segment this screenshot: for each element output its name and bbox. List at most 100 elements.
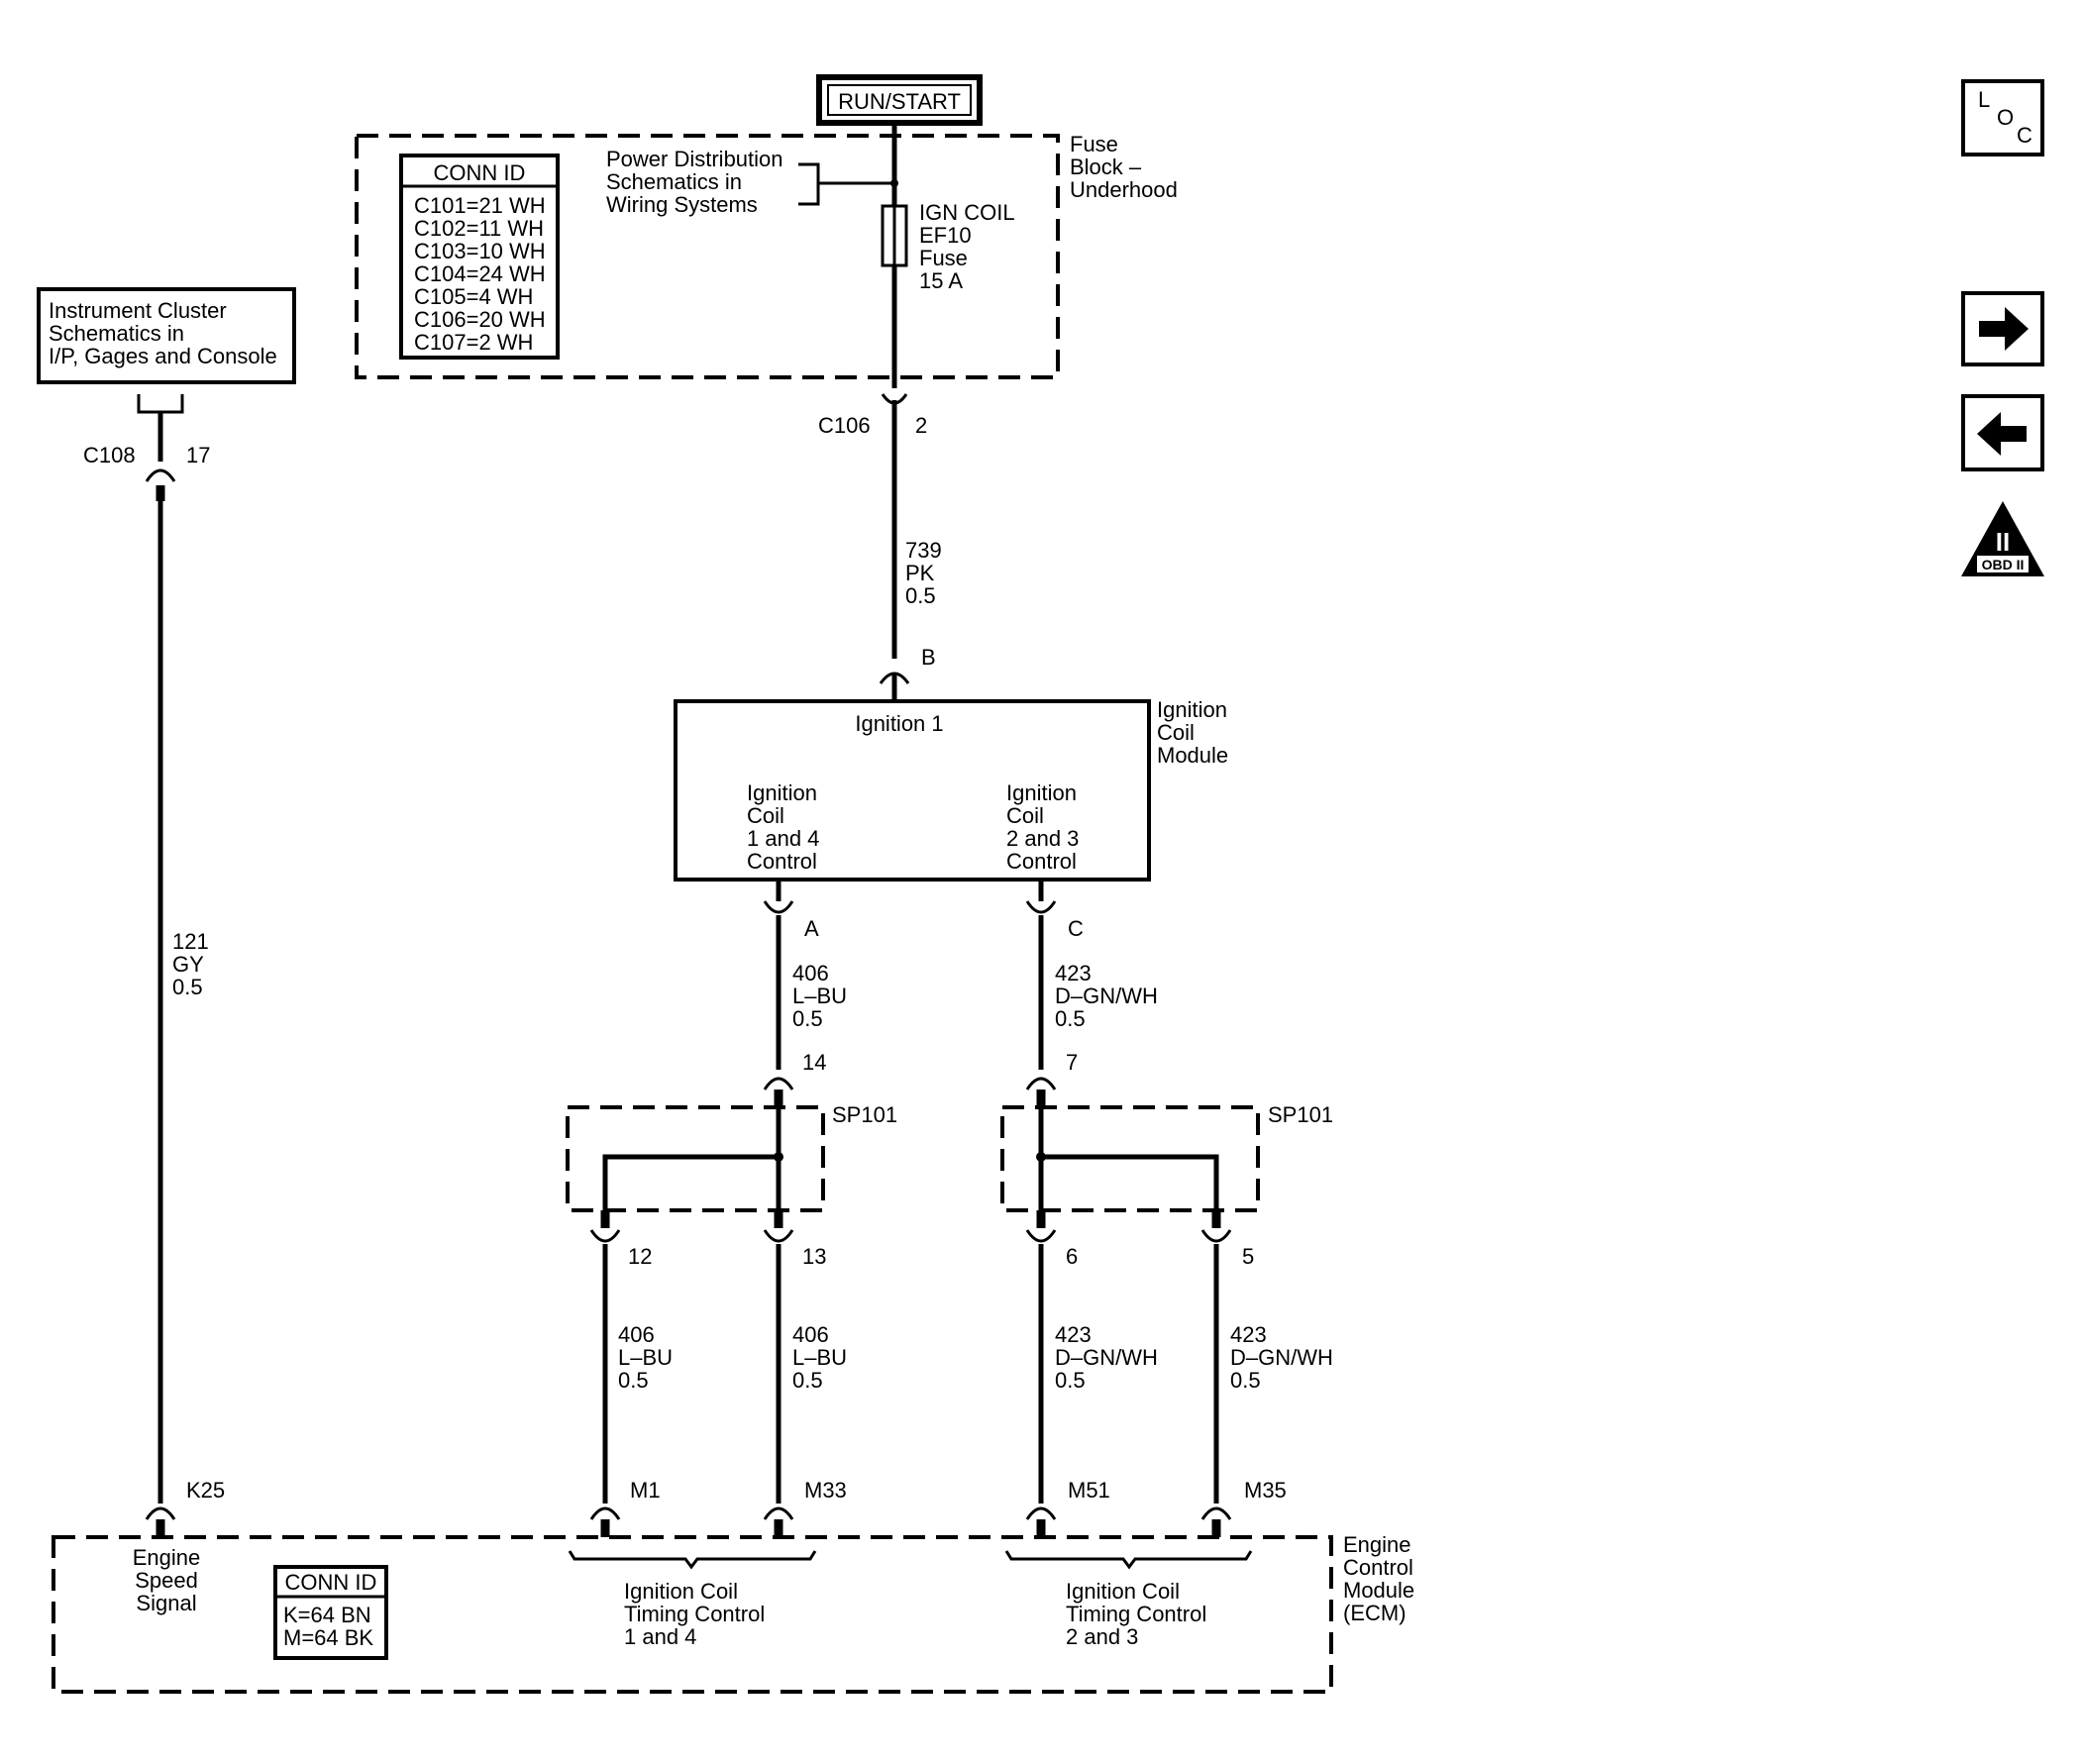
w406b-gauge: 0.5: [618, 1368, 649, 1393]
w121-num: 121: [172, 929, 209, 954]
w423c-gauge: 0.5: [1230, 1368, 1261, 1393]
w423a-num: 423: [1055, 961, 1092, 986]
connector-m35: [1200, 1506, 1232, 1520]
timing-right-1: Ignition Coil: [1066, 1579, 1180, 1604]
fuse-label-2: EF10: [919, 223, 972, 248]
ctrl-left-2: Coil: [747, 803, 784, 828]
fuse-label-4: 15 A: [919, 268, 963, 293]
loc-letter-l: L: [1978, 87, 1990, 112]
conn-id-top-row-7: C107=2 WH: [414, 330, 533, 355]
connector-5: [1200, 1229, 1232, 1243]
power-dist-ref-2: Schematics in: [606, 169, 742, 194]
speed-signal-1: Engine: [133, 1545, 201, 1570]
ctrl-right-2: Coil: [1006, 803, 1044, 828]
m33-label: M33: [804, 1478, 847, 1503]
w406c-color: L–BU: [792, 1345, 847, 1370]
w739-gauge: 0.5: [905, 583, 936, 608]
next-page-button[interactable]: [1961, 291, 2044, 366]
w406c-gauge: 0.5: [792, 1368, 823, 1393]
conn-id-table-ecm: CONN ID K=64 BN M=64 BK: [273, 1565, 388, 1660]
w406a-color: L–BU: [792, 984, 847, 1008]
w406a-num: 406: [792, 961, 829, 986]
conn-id-top-row-1: C101=21 WH: [414, 193, 546, 218]
w406b-num: 406: [618, 1322, 655, 1347]
pin-7-label: 7: [1066, 1050, 1078, 1075]
connector-c108: [145, 468, 176, 482]
speed-signal-3: Signal: [136, 1591, 196, 1615]
pin-a-label: A: [804, 916, 819, 941]
fuse-block-boundary: [355, 134, 1060, 379]
m1-label: M1: [630, 1478, 661, 1503]
w423c-color: D–GN/WH: [1230, 1345, 1333, 1370]
c108-pin: 17: [186, 443, 210, 467]
module-name-2: Coil: [1157, 720, 1195, 745]
connector-c: [1025, 900, 1057, 914]
fuse-label-3: Fuse: [919, 246, 968, 270]
loc-letter-c: C: [2017, 123, 2032, 148]
instrument-cluster-line-2: Schematics in: [49, 321, 184, 346]
connector-14: [763, 1077, 794, 1090]
conn-id-top-row-6: C106=20 WH: [414, 307, 546, 332]
ecm-boundary: [52, 1535, 1333, 1694]
pin-c-label: C: [1068, 916, 1084, 941]
pin-14-label: 14: [802, 1050, 826, 1075]
ctrl-right-4: Control: [1006, 849, 1077, 874]
splice-sp101-right: [1000, 1105, 1260, 1212]
conn-id-top-row-2: C102=11 WH: [414, 216, 544, 241]
w121-color: GY: [172, 952, 204, 977]
arrow-left-icon: [1977, 412, 2027, 456]
m51-label: M51: [1068, 1478, 1110, 1503]
timing-right-3: 2 and 3: [1066, 1624, 1138, 1649]
conn-id-ecm-row-2: M=64 BK: [283, 1625, 373, 1650]
w423c-num: 423: [1230, 1322, 1267, 1347]
w406b-color: L–BU: [618, 1345, 673, 1370]
timing-right-2: Timing Control: [1066, 1602, 1206, 1626]
pin-12-label: 12: [628, 1244, 652, 1269]
instrument-cluster-ref: Instrument Cluster Schematics in I/P, Ga…: [37, 287, 296, 384]
arrow-right-icon: [1979, 307, 2029, 351]
m35-label: M35: [1244, 1478, 1287, 1503]
connector-m51: [1025, 1506, 1057, 1520]
fuse-block-label-1: Fuse: [1070, 132, 1118, 156]
connector-13: [763, 1229, 794, 1243]
ctrl-left-4: Control: [747, 849, 817, 874]
c108-label: C108: [83, 443, 136, 467]
fuse-label-1: IGN COIL: [919, 200, 1015, 225]
conn-id-top-row-3: C103=10 WH: [414, 239, 546, 263]
timing-left-2: Timing Control: [624, 1602, 765, 1626]
instrument-cluster-line-1: Instrument Cluster: [49, 298, 227, 323]
conn-id-ecm-title: CONN ID: [285, 1570, 377, 1595]
instrument-cluster-line-3: I/P, Gages and Console: [49, 344, 277, 368]
location-icon[interactable]: L O C: [1961, 79, 2044, 156]
connector-k25: [145, 1506, 176, 1520]
sp101-right-label: SP101: [1268, 1102, 1333, 1127]
pin-b-label: B: [921, 645, 936, 670]
pin-6-label: 6: [1066, 1244, 1078, 1269]
sp101-left-label: SP101: [832, 1102, 897, 1127]
timing-left-3: 1 and 4: [624, 1624, 696, 1649]
w423b-color: D–GN/WH: [1055, 1345, 1158, 1370]
obd-text: OBD II: [1982, 557, 2025, 572]
connector-m33: [763, 1506, 794, 1520]
run-start-source: RUN/START: [816, 74, 983, 126]
connector-a: [763, 900, 794, 914]
connector-6: [1025, 1229, 1057, 1243]
obd-ii-icon[interactable]: II OBD II: [1961, 501, 2044, 576]
w423a-color: D–GN/WH: [1055, 984, 1158, 1008]
w423b-gauge: 0.5: [1055, 1368, 1086, 1393]
ecm-name-2: Control: [1343, 1555, 1413, 1580]
w406a-gauge: 0.5: [792, 1006, 823, 1031]
module-name-3: Module: [1157, 743, 1228, 768]
brace-left: [568, 1550, 817, 1570]
pin-13-label: 13: [802, 1244, 826, 1269]
fuse-block-label-2: Block –: [1070, 155, 1142, 179]
previous-page-button[interactable]: [1961, 394, 2044, 471]
w121-gauge: 0.5: [172, 975, 203, 999]
obd-numeral: II: [1996, 527, 2010, 557]
ctrl-left-1: Ignition: [747, 780, 817, 805]
conn-id-ecm-row-1: K=64 BN: [283, 1603, 371, 1627]
w423a-gauge: 0.5: [1055, 1006, 1086, 1031]
w739-color: PK: [905, 561, 935, 585]
w739-num: 739: [905, 538, 942, 563]
